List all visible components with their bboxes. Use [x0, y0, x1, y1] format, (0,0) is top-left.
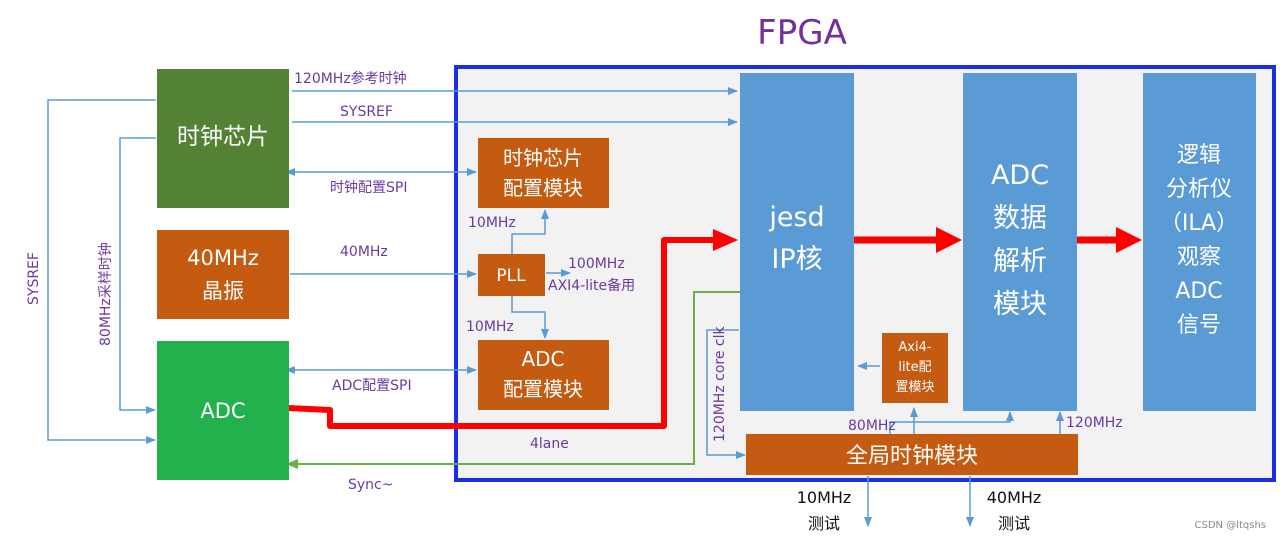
test-40mhz-label-2: 测试 [998, 514, 1030, 533]
data-path-4lane-arrow [713, 229, 738, 251]
fpga-title: FPGA [757, 13, 847, 53]
adc-label: ADC [200, 399, 245, 423]
parse-label-1: ADC [991, 160, 1049, 191]
sysref-left-label: SYSREF [26, 252, 42, 305]
clock-config-block [478, 138, 609, 208]
clock-config-label-1: 时钟芯片 [503, 146, 583, 170]
pll-block [478, 254, 545, 296]
fpga-region [454, 65, 1276, 482]
global-clock-label: 全局时钟模块 [846, 444, 978, 469]
clock-to-parse-80-line [889, 411, 1014, 434]
clock-chip-label: 时钟芯片 [177, 124, 269, 150]
jesd-ip-block [740, 73, 854, 411]
adc-spi-label: ADC配置SPI [332, 378, 412, 394]
ila-label-4: 观察 [1177, 245, 1221, 270]
sync-line [286, 291, 740, 469]
watermark: CSDN @ltqshs [1195, 520, 1267, 531]
oscillator-label-1: 40MHz [187, 246, 259, 270]
axi-config-label-2: lite配 [898, 360, 931, 375]
oscillator-label-2: 晶振 [202, 279, 244, 303]
data-path-4lane [287, 237, 715, 429]
pll-to-clock-cfg-line [511, 209, 549, 254]
ila-label-1: 逻辑 [1177, 143, 1221, 168]
clock-chip-block [157, 69, 289, 208]
jesd-label-1: jesd [768, 202, 824, 233]
ila-label-5: ADC [1175, 279, 1222, 304]
adc-config-label-2: 配置模块 [503, 377, 583, 401]
clock-spi-label: 时钟配置SPI [330, 179, 407, 196]
sample-clock-loop-line [119, 137, 156, 414]
adc-config-block [478, 340, 609, 410]
jesd-to-parse-arrow-head [936, 227, 962, 253]
test-40mhz-label-1: 40MHz [987, 488, 1042, 507]
parse-label-2: 数据 [993, 203, 1047, 234]
sysref-loop-line [47, 99, 156, 444]
pll-label: PLL [496, 266, 526, 286]
parse-label-4: 模块 [993, 289, 1047, 320]
axi-spare-label: AXI4-lite备用 [548, 277, 635, 294]
oscillator-block [157, 230, 289, 319]
parse-to-ila-arrow-head [1116, 227, 1142, 253]
ila-label-6: 信号 [1177, 313, 1221, 338]
sync-label: Sync~ [348, 477, 393, 493]
clock-80mhz-label: 80MHz [848, 418, 896, 434]
sysref-top-label: SYSREF [340, 104, 393, 120]
ref-clock-label: 120MHz参考时钟 [294, 70, 407, 87]
core-clock-line [706, 329, 746, 459]
clock-120mhz-label: 120MHz [1066, 415, 1123, 431]
test-10mhz-label-2: 测试 [808, 514, 840, 533]
test-10mhz-label-1: 10MHz [797, 488, 852, 507]
jesd-label-2: IP核 [771, 244, 822, 275]
adc-config-label-1: ADC [521, 347, 564, 371]
clock-config-label-2: 配置模块 [503, 176, 583, 200]
osc-40mhz-label: 40MHz [340, 244, 388, 260]
sample-clock-label: 80MHz采样时钟 [97, 242, 114, 346]
pll-10mhz-bottom-label: 10MHz [466, 319, 514, 335]
axi-config-block [882, 333, 948, 403]
global-clock-block [746, 434, 1078, 475]
parse-label-3: 解析 [993, 246, 1047, 277]
pll-10mhz-top-label: 10MHz [468, 215, 516, 231]
ila-label-3: （ILA） [1160, 211, 1238, 236]
ila-block [1143, 73, 1256, 411]
core-clock-label: 120MHz core clk [712, 326, 728, 442]
pll-to-adc-cfg-line [511, 296, 549, 339]
axi-config-label-1: Axi4- [898, 340, 931, 355]
axi-config-label-3: 置模块 [895, 380, 934, 395]
ila-label-2: 分析仪 [1166, 177, 1232, 202]
lane4-label: 4lane [530, 436, 569, 452]
pll-100mhz-label: 100MHz [568, 256, 625, 272]
data-parse-block [963, 73, 1077, 411]
adc-block [157, 341, 289, 480]
